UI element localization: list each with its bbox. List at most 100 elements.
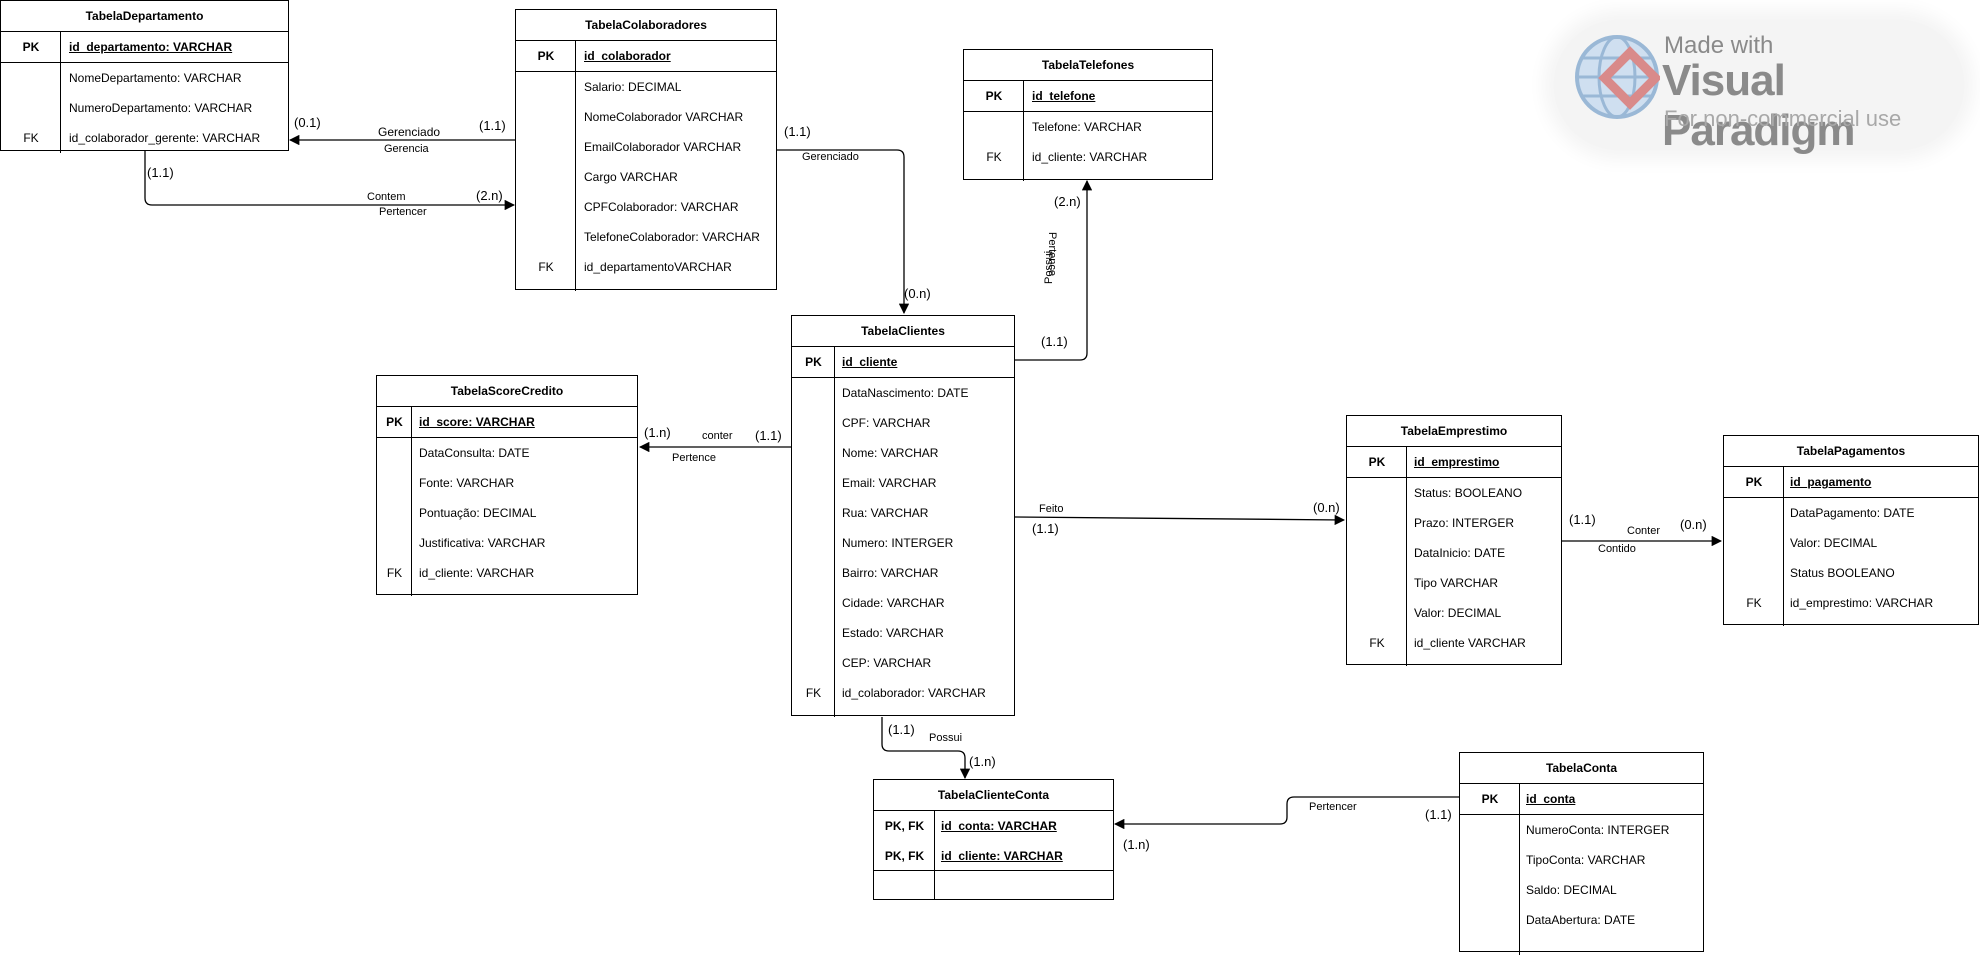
- field-name: id_colaborador: [584, 49, 671, 63]
- field-row: Valor: DECIMAL: [1347, 598, 1561, 628]
- cardinality-label: (1.1): [888, 722, 915, 737]
- key-label: [516, 192, 576, 222]
- field-name: CPFColaborador: VARCHAR: [584, 200, 739, 214]
- field-row: Email: VARCHAR: [792, 468, 1014, 498]
- field-name: id_conta: [1526, 792, 1576, 806]
- field-name: id_cliente: VARCHAR: [419, 566, 535, 580]
- field-row: Prazo: INTERGER: [1347, 508, 1561, 538]
- key-label: PK: [386, 415, 403, 429]
- field-name: id_cliente: VARCHAR: [1032, 150, 1148, 164]
- connector-telefone: [1015, 179, 1093, 361]
- field-name: EmailColaborador VARCHAR: [584, 140, 742, 154]
- table-title: TabelaScoreCredito: [377, 376, 637, 407]
- key-label: FK: [986, 150, 1002, 164]
- field-name: id_conta: VARCHAR: [941, 819, 1057, 833]
- watermark-text: Made with: [1664, 32, 1774, 59]
- relationship-label: Gerenciado: [802, 151, 859, 163]
- key-label: [1, 93, 61, 123]
- key-label: [792, 588, 835, 618]
- relationship-label: Gerenciado: [378, 125, 441, 139]
- field-row: DataAbertura: DATE: [1460, 905, 1703, 935]
- cardinality-label: (1.n): [1123, 837, 1150, 852]
- field-name: id_cliente VARCHAR: [1414, 636, 1526, 650]
- key-label: [1460, 875, 1520, 905]
- field-name: NomeColaborador VARCHAR: [584, 110, 744, 124]
- table-fields: NomeDepartamento: VARCHAR NumeroDepartam…: [1, 63, 288, 153]
- key-label: [792, 648, 835, 678]
- field-name: id_cliente: [842, 355, 898, 369]
- connector-gerenciado: [777, 149, 910, 315]
- connector-emprestimo: [1014, 514, 1346, 526]
- relationship-label: conter: [702, 430, 733, 442]
- field-row: Numero: INTERGER: [792, 528, 1014, 558]
- field-name: CEP: VARCHAR: [842, 656, 932, 670]
- key-label: PK: [985, 89, 1003, 103]
- table-clientes[interactable]: TabelaClientes PK id_cliente DataNascime…: [791, 315, 1015, 717]
- field-row: CEP: VARCHAR: [792, 648, 1014, 678]
- field-row: NumeroDepartamento: VARCHAR: [1, 93, 288, 123]
- key-label: FK: [1369, 636, 1385, 650]
- table-pk-row: PK id_conta: [1460, 784, 1703, 815]
- table-score-credito[interactable]: TabelaScoreCredito PK id_score: VARCHAR …: [376, 375, 638, 596]
- field-name: Estado: VARCHAR: [842, 626, 944, 640]
- cardinality-label: (1.1): [1569, 512, 1596, 527]
- field-row: DataPagamento: DATE: [1724, 498, 1978, 528]
- table-telefones[interactable]: TabelaTelefones PK id_telefone Telefone:…: [963, 49, 1213, 181]
- field-name: id_score: VARCHAR: [419, 415, 535, 429]
- field-name: NumeroConta: INTERGER: [1526, 823, 1670, 837]
- table-emprestimo[interactable]: TabelaEmprestimo PK id_emprestimo Status…: [1346, 415, 1562, 666]
- connector-conta: [1113, 796, 1459, 830]
- field-row: Justificativa: VARCHAR: [377, 528, 637, 558]
- key-label: FK: [1746, 596, 1762, 610]
- field-name: Valor: DECIMAL: [1790, 536, 1878, 550]
- field-row: Status: BOOLEANO: [1347, 478, 1561, 508]
- visual-paradigm-logo-icon: [1575, 35, 1660, 119]
- relationship-label: Possui: [1043, 250, 1055, 284]
- table-fields: DataNascimento: DATE CPF: VARCHAR Nome: …: [792, 378, 1014, 717]
- field-row: FK id_cliente VARCHAR: [1347, 628, 1561, 658]
- field-name: DataAbertura: DATE: [1526, 913, 1636, 927]
- connector-possui: [881, 717, 971, 780]
- cardinality-label: (0.1): [294, 115, 321, 130]
- table-departamento[interactable]: TabelaDepartamento PK id_departamento: V…: [0, 0, 289, 153]
- cardinality-label: (1.1): [479, 118, 506, 133]
- key-label: [516, 132, 576, 162]
- field-name: id_cliente: VARCHAR: [941, 849, 1063, 863]
- relationship-label: Feito: [1039, 503, 1064, 515]
- table-fields: [874, 871, 1113, 900]
- key-label: PK: [1481, 792, 1499, 806]
- watermark-brand: Visual Paradigm: [1662, 56, 1856, 155]
- table-pagamentos[interactable]: TabelaPagamentos PK id_pagamento DataPag…: [1723, 435, 1979, 626]
- key-label: [1724, 498, 1784, 528]
- table-pk-row: PK id_pagamento: [1724, 467, 1978, 498]
- cardinality-label: (1.1): [147, 165, 174, 180]
- table-pk-row: PK id_cliente: [792, 347, 1014, 378]
- key-label: PK: [537, 49, 555, 63]
- field-row: NumeroConta: INTERGER: [1460, 815, 1703, 845]
- field-name: Status: BOOLEANO: [1414, 486, 1523, 500]
- table-conta[interactable]: TabelaConta PK id_conta NumeroConta: INT…: [1459, 752, 1704, 955]
- key-label: [792, 408, 835, 438]
- table-colaboradores[interactable]: TabelaColaboradores PK id_colaborador Sa…: [515, 9, 777, 291]
- field-row: TipoConta: VARCHAR: [1460, 845, 1703, 875]
- table-title: TabelaPagamentos: [1724, 436, 1978, 467]
- field-name: id_pagamento: [1790, 475, 1872, 489]
- key-label: PK: [22, 40, 40, 54]
- field-name: CPF: VARCHAR: [842, 416, 931, 430]
- key-label: [516, 162, 576, 192]
- key-label: [1460, 815, 1520, 845]
- key-label: [1460, 905, 1520, 935]
- table-pk-row: PK id_colaborador: [516, 41, 776, 72]
- field-name: Telefone: VARCHAR: [1032, 120, 1142, 134]
- field-name: id_colaborador: VARCHAR: [842, 686, 986, 700]
- field-row: CPFColaborador: VARCHAR: [516, 192, 776, 222]
- cardinality-label: (1.1): [784, 124, 811, 139]
- connector-contem: [144, 150, 516, 211]
- watermark-note: For non-commercial use: [1664, 106, 1902, 131]
